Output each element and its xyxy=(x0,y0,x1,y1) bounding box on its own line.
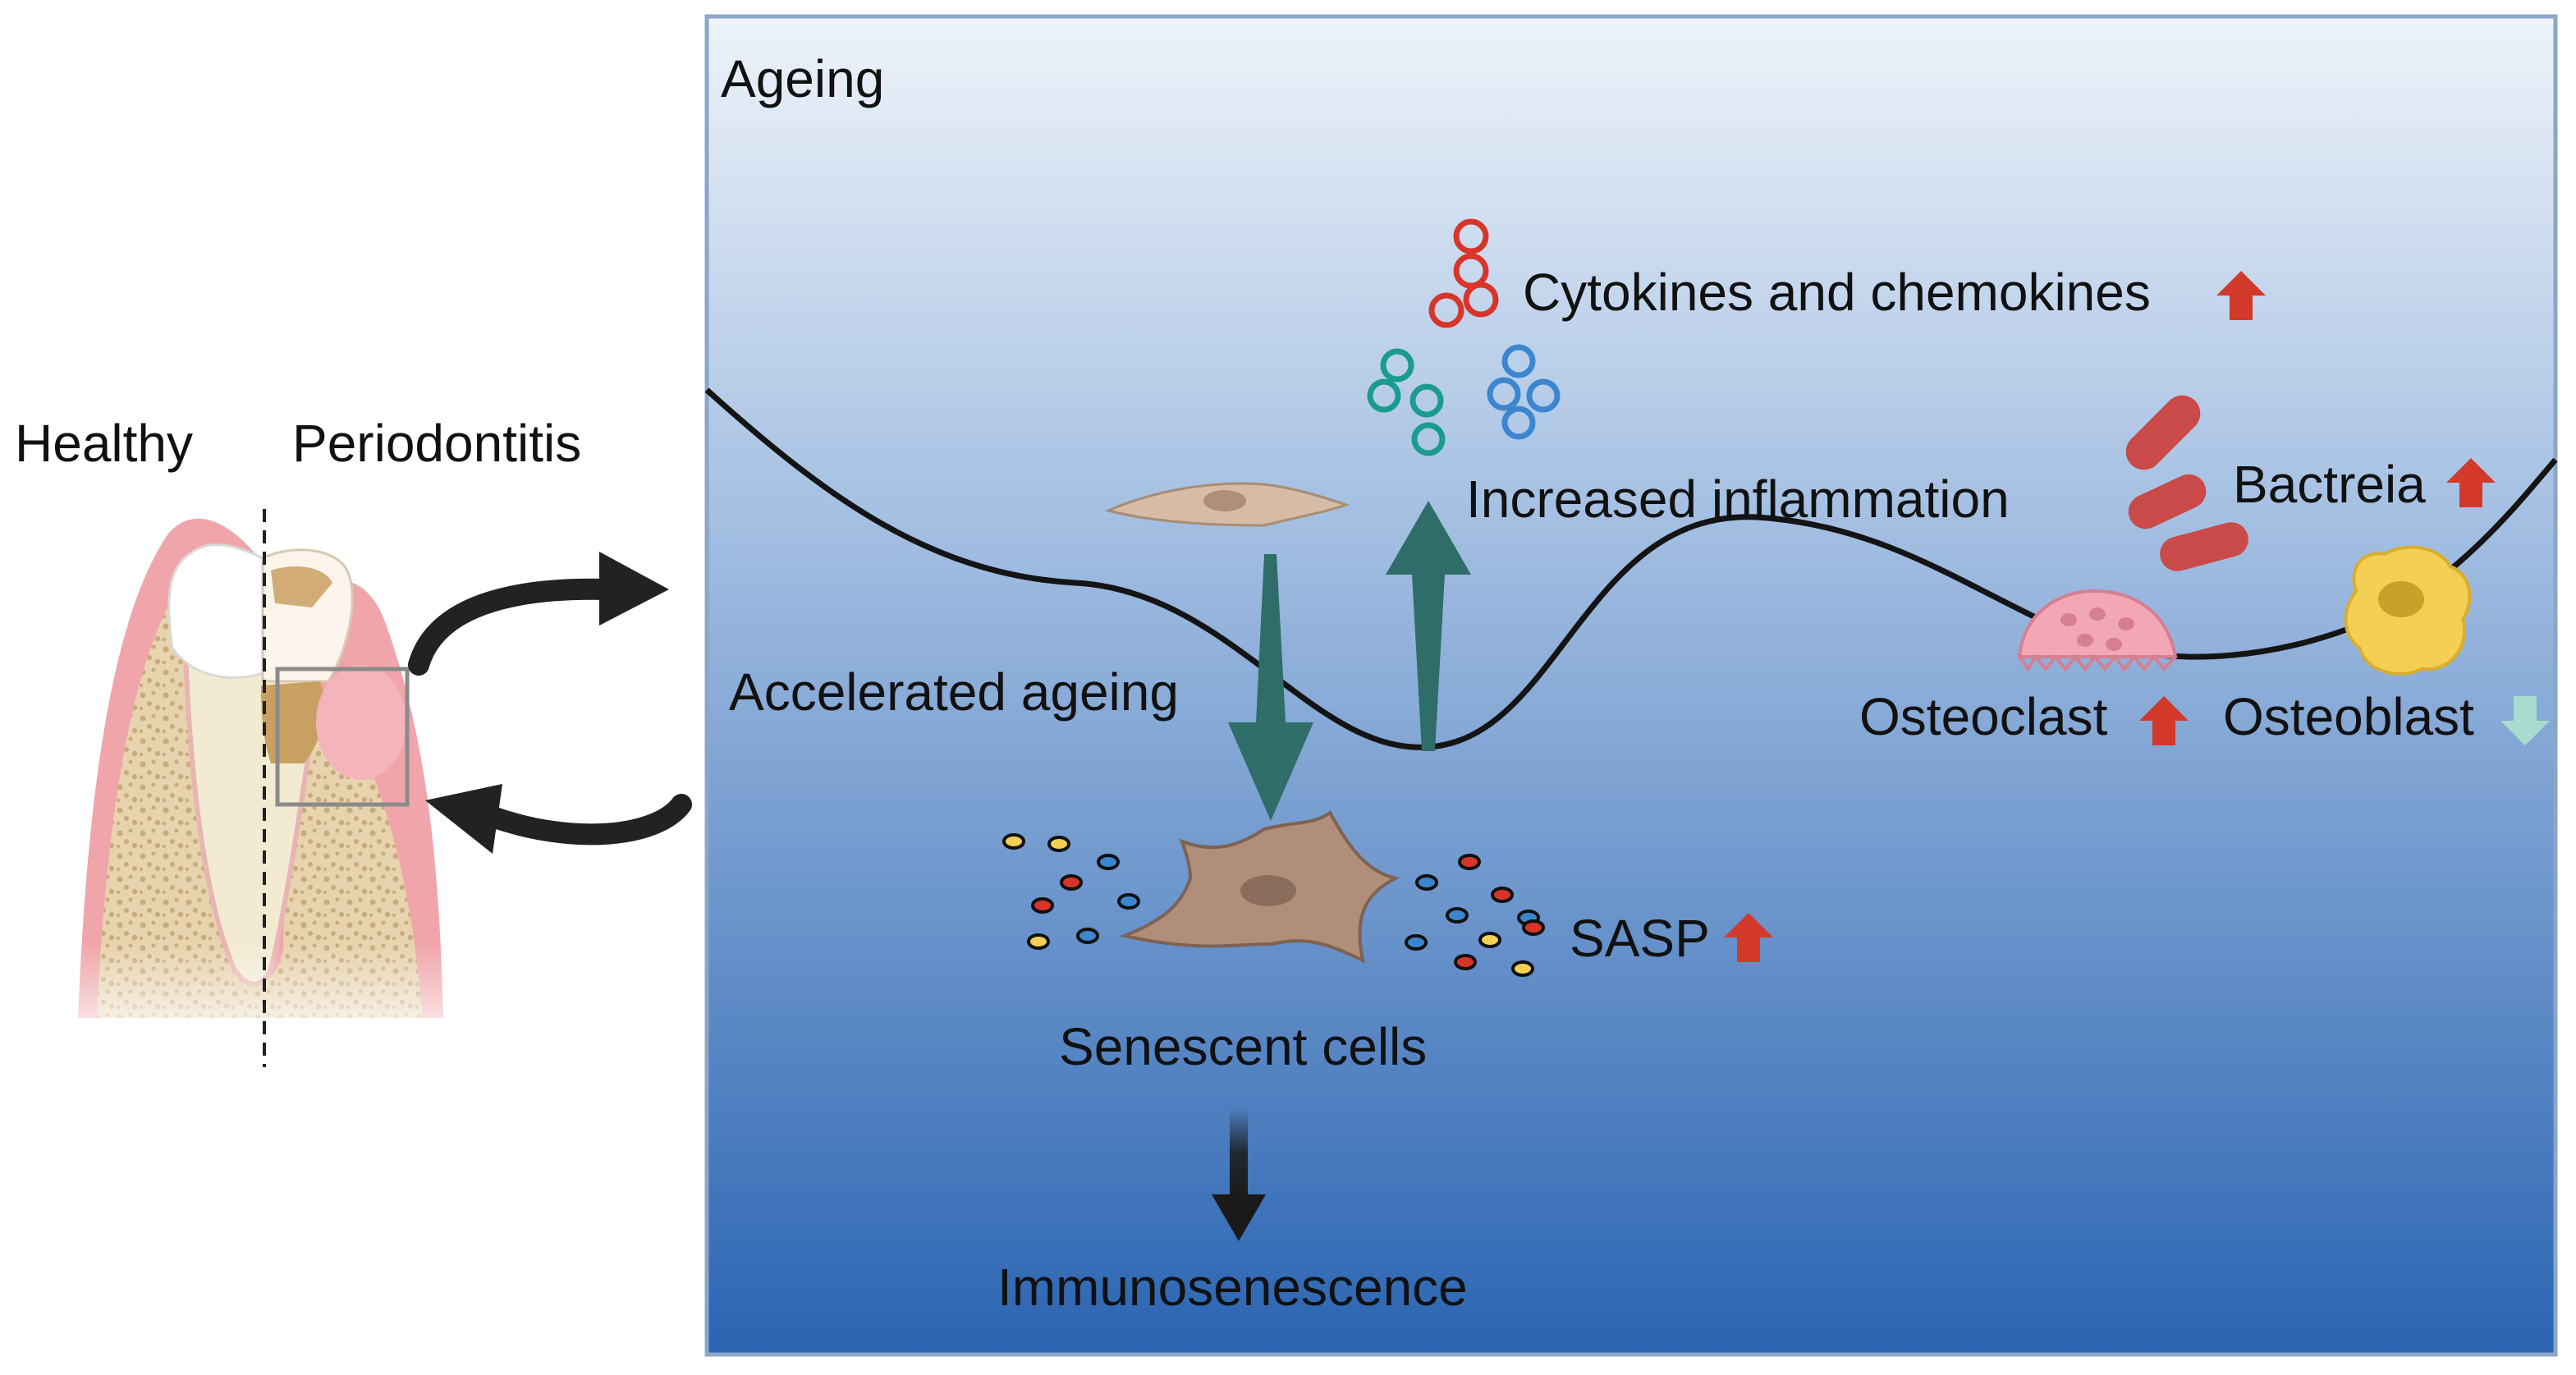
bacterium xyxy=(2125,395,2201,470)
osteoblast-label: Osteoblast xyxy=(2223,687,2474,746)
tooth-crown-healthy xyxy=(167,543,264,680)
gum-line-curve xyxy=(704,387,2558,750)
alveolar-bone xyxy=(97,580,423,1018)
osteoclast-label: Osteoclast xyxy=(1859,687,2108,746)
bacteria-label: Bactreia xyxy=(2233,455,2426,514)
zoom-box xyxy=(275,667,410,807)
bacterium xyxy=(2128,474,2207,529)
curved-arrows xyxy=(408,552,692,854)
sasp-particles-left xyxy=(1002,833,1140,950)
immunosenescence-label: Immunosenescence xyxy=(997,1258,1468,1317)
bacteria-up-arrow xyxy=(2446,458,2496,507)
ageing-panel xyxy=(704,14,2558,1357)
immunosenescence-arrow xyxy=(1212,1108,1266,1241)
sasp-particles-right xyxy=(1405,854,1545,977)
accelerated-ageing-label: Accelerated ageing xyxy=(729,662,1179,722)
cytokine-cluster-blue xyxy=(1487,344,1561,440)
osteoclast-up-arrow xyxy=(2139,696,2189,745)
healthy-label: Healthy xyxy=(15,414,193,473)
periodontitis-label: Periodontitis xyxy=(292,414,581,473)
bacterium xyxy=(2160,522,2248,571)
bacteria xyxy=(2125,395,2248,571)
osteoblast-down-arrow xyxy=(2500,696,2550,745)
curved-arrow-left xyxy=(482,794,692,846)
osteoblast-cell xyxy=(2344,545,2472,676)
inflammation-up-arrow xyxy=(1386,501,1471,751)
cytokine-cluster-red xyxy=(1428,218,1499,328)
senescent-cells-label: Senescent cells xyxy=(1059,1017,1427,1076)
osteoclast-cell xyxy=(2017,589,2178,672)
curved-arrow-left-head xyxy=(425,784,502,854)
sasp-label: SASP xyxy=(1570,909,1710,968)
tooth-illustration xyxy=(66,509,460,1067)
panel-title: Ageing xyxy=(721,49,884,108)
curved-arrow-right-head xyxy=(599,552,669,626)
crown-stain xyxy=(271,566,332,607)
fibroblast-cell xyxy=(1104,482,1350,527)
cytokines-label: Cytokines and chemokines xyxy=(1523,263,2151,322)
cytokine-cluster-teal xyxy=(1367,348,1446,456)
senescent-cell xyxy=(1119,810,1400,964)
inflammation-label: Increased inflammation xyxy=(1466,470,2010,529)
sasp-up-arrow xyxy=(1724,913,1773,962)
accelerated-ageing-arrow xyxy=(1228,554,1313,821)
cytokines-up-arrow xyxy=(2216,271,2266,320)
inflamed-gum xyxy=(316,665,406,780)
curved-arrow-right xyxy=(408,578,618,676)
